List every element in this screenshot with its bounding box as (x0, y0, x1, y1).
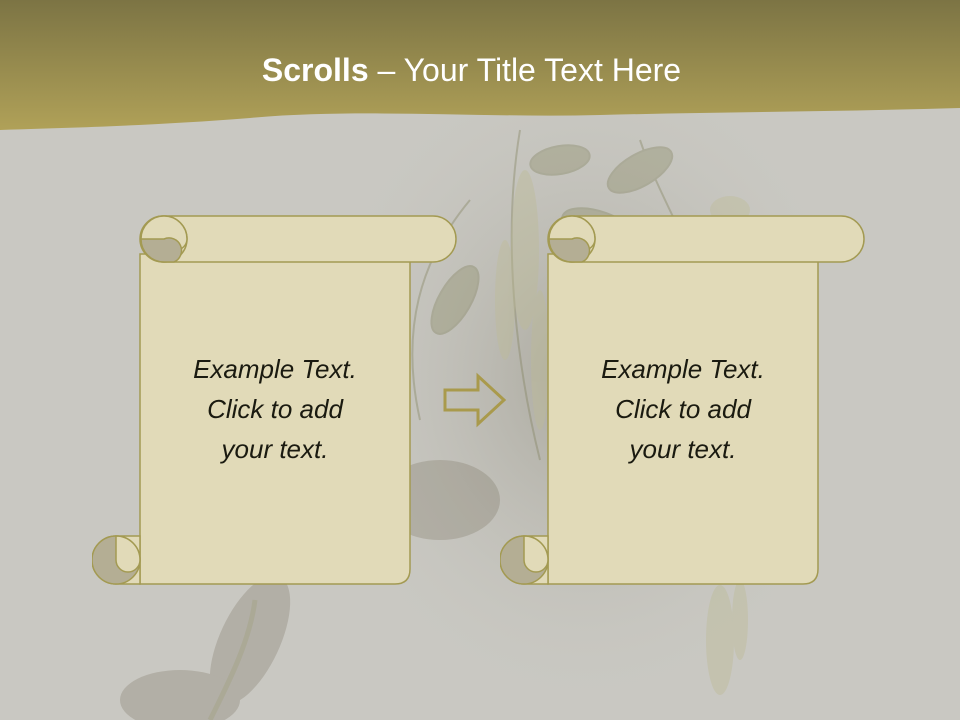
scroll-shape (500, 215, 865, 585)
title-separator: – (368, 52, 404, 88)
scroll-right[interactable]: Example Text. Click to add your text. (500, 214, 880, 594)
title-text: Your Title Text Here (403, 52, 682, 88)
title-bold: Scrolls (261, 52, 369, 88)
scroll-text[interactable]: Example Text. Click to add your text. (193, 354, 357, 464)
slide-title[interactable]: Scrolls – Your Title Text Here (0, 52, 943, 89)
scroll-left[interactable]: Example Text. Click to add your text. (92, 214, 472, 594)
header-band (0, 0, 960, 130)
scroll-shape (92, 215, 457, 585)
scroll-text[interactable]: Example Text. Click to add your text. (601, 354, 765, 464)
right-arrow-icon (443, 372, 507, 428)
